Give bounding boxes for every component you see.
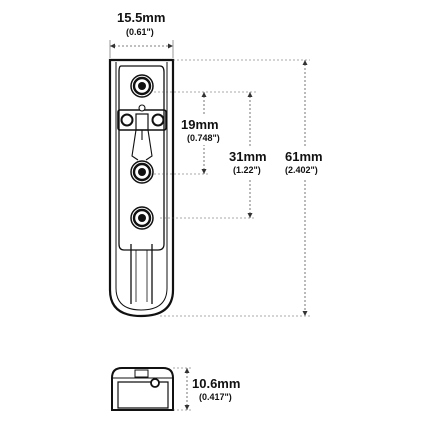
saddle-screw-left-icon <box>120 113 134 127</box>
end-view-outline <box>111 367 174 411</box>
hole-spacing-arrow-top <box>201 92 207 97</box>
mid-length-inch-label: (1.22") <box>233 165 261 175</box>
end-height-inch-label: (0.417") <box>199 392 232 402</box>
screw-hole-top <box>130 74 154 98</box>
inner-channel <box>118 65 165 251</box>
mid-length-arrow-top <box>247 92 253 97</box>
hole-spacing-mm-label: 19mm <box>181 117 219 132</box>
saddle-outline <box>108 58 175 318</box>
width-arrow-left <box>110 43 115 49</box>
hole-spacing-dimension: 19mm (0.748") <box>150 91 231 175</box>
saddle-block <box>117 104 167 161</box>
end-height-mm-label: 10.6mm <box>192 376 240 391</box>
saddle-body <box>108 58 175 318</box>
total-length-arrow-bottom <box>302 311 308 316</box>
saddle-inner-outline <box>115 62 168 311</box>
end-view-notch <box>134 369 149 378</box>
string-notch-icon <box>138 104 146 112</box>
hole-spacing-inch-label: (0.748") <box>187 133 220 143</box>
width-arrow-right <box>168 43 173 49</box>
width-mm-label: 15.5mm <box>117 10 165 25</box>
hole-spacing-arrow-bottom <box>201 169 207 174</box>
spring-left <box>131 129 139 161</box>
end-view <box>111 367 174 411</box>
end-view-inner <box>117 381 169 409</box>
mid-length-dimension: 31mm (1.22") <box>160 91 276 219</box>
width-dimension: 15.5mm (0.61") <box>109 10 174 58</box>
total-length-dimension: 61mm (2.402") <box>160 59 334 317</box>
end-view-screw-icon <box>150 378 160 388</box>
end-height-arrow-top <box>184 368 190 373</box>
total-length-arrow-top <box>302 60 308 65</box>
width-inch-label: (0.61") <box>126 27 154 37</box>
saddle-center-slot <box>135 113 149 131</box>
saddle-screw-right-icon <box>151 113 165 127</box>
screw-hole-middle <box>130 160 154 184</box>
mid-length-mm-label: 31mm <box>229 149 267 164</box>
mid-length-arrow-bottom <box>247 213 253 218</box>
screw-hole-bottom <box>130 206 154 230</box>
end-height-arrow-bottom <box>184 405 190 410</box>
end-height-dimension: 10.6mm (0.417") <box>173 367 240 411</box>
total-length-inch-label: (2.402") <box>285 165 318 175</box>
total-length-mm-label: 61mm <box>285 149 323 164</box>
spring-right <box>145 129 153 161</box>
